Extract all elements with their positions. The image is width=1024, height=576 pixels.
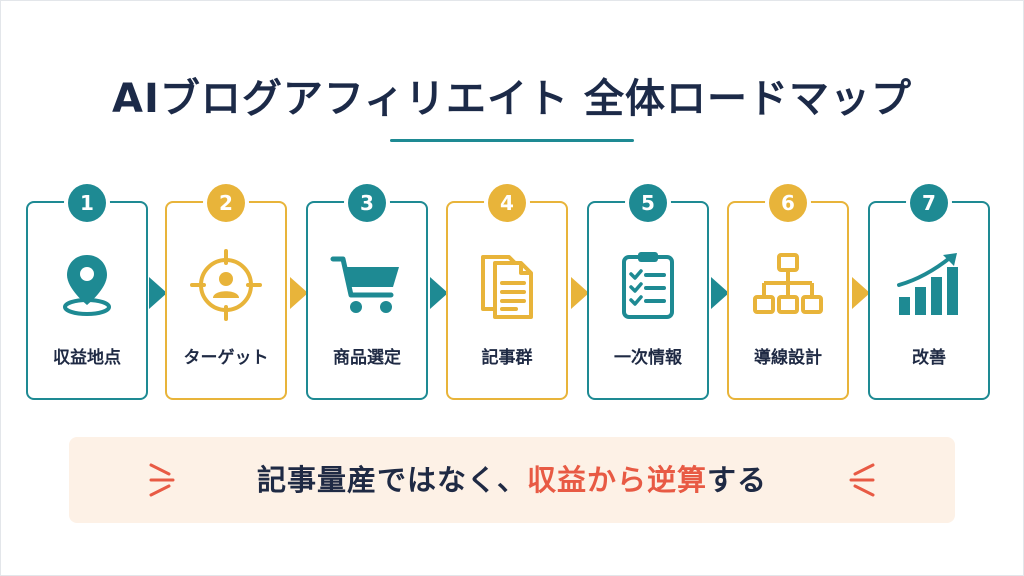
step-card-1: 1 収益地点 bbox=[26, 184, 148, 400]
step-card-4: 4 記事群 bbox=[446, 184, 568, 400]
flow-arrow-3 bbox=[430, 277, 448, 309]
step-badge-4: 4 bbox=[488, 184, 526, 222]
step-label-2: ターゲット bbox=[183, 348, 269, 368]
step-card-5: 5 一次情報 bbox=[587, 184, 709, 400]
documents-icon bbox=[481, 255, 533, 319]
flow-arrow-6 bbox=[852, 277, 870, 309]
step-badge-1: 1 bbox=[68, 184, 106, 222]
summary-text: 記事量産ではなく、収益から逆算する bbox=[69, 437, 955, 523]
summary-text-accent: 収益から逆算 bbox=[526, 463, 707, 497]
step-badge-3: 3 bbox=[348, 184, 386, 222]
flowchart-icon bbox=[753, 253, 823, 314]
step-badge-2: 2 bbox=[207, 184, 245, 222]
step-badge-7: 7 bbox=[910, 184, 948, 222]
growth-chart-icon bbox=[897, 253, 958, 315]
step-label-6: 導線設計 bbox=[754, 348, 822, 368]
step-card-6: 6 導線設計 bbox=[727, 184, 849, 400]
summary-banner: 記事量産ではなく、収益から逆算する bbox=[69, 437, 955, 523]
flow-arrow-4 bbox=[571, 277, 589, 309]
flow-arrow-1 bbox=[149, 277, 167, 309]
step-label-4: 記事群 bbox=[481, 348, 533, 368]
flow-arrow-5 bbox=[711, 277, 729, 309]
step-label-3: 商品選定 bbox=[333, 348, 401, 368]
emphasis-lines-left-icon bbox=[149, 463, 175, 497]
target-user-icon bbox=[190, 249, 262, 321]
title-underline bbox=[390, 139, 634, 142]
step-badge-6: 6 bbox=[769, 184, 807, 222]
step-card-3: 3 商品選定 bbox=[306, 184, 428, 400]
step-badge-5: 5 bbox=[629, 184, 667, 222]
emphasis-lines-right-icon bbox=[849, 463, 875, 497]
step-card-7: 7 改善 bbox=[868, 184, 990, 400]
clipboard-checklist-icon bbox=[622, 252, 674, 319]
shopping-cart-icon bbox=[330, 256, 399, 313]
location-pin-icon bbox=[63, 255, 111, 316]
flow-arrow-2 bbox=[290, 277, 308, 309]
summary-text-after: する bbox=[707, 463, 768, 497]
step-card-2: 2 ターゲット bbox=[165, 184, 287, 400]
step-label-1: 収益地点 bbox=[53, 348, 121, 368]
step-label-7: 改善 bbox=[912, 348, 946, 368]
summary-text-before: 記事量産ではなく、 bbox=[256, 463, 527, 497]
page-title: AIブログアフィリエイト 全体ロードマップ bbox=[112, 76, 912, 122]
step-label-5: 一次情報 bbox=[614, 348, 682, 368]
